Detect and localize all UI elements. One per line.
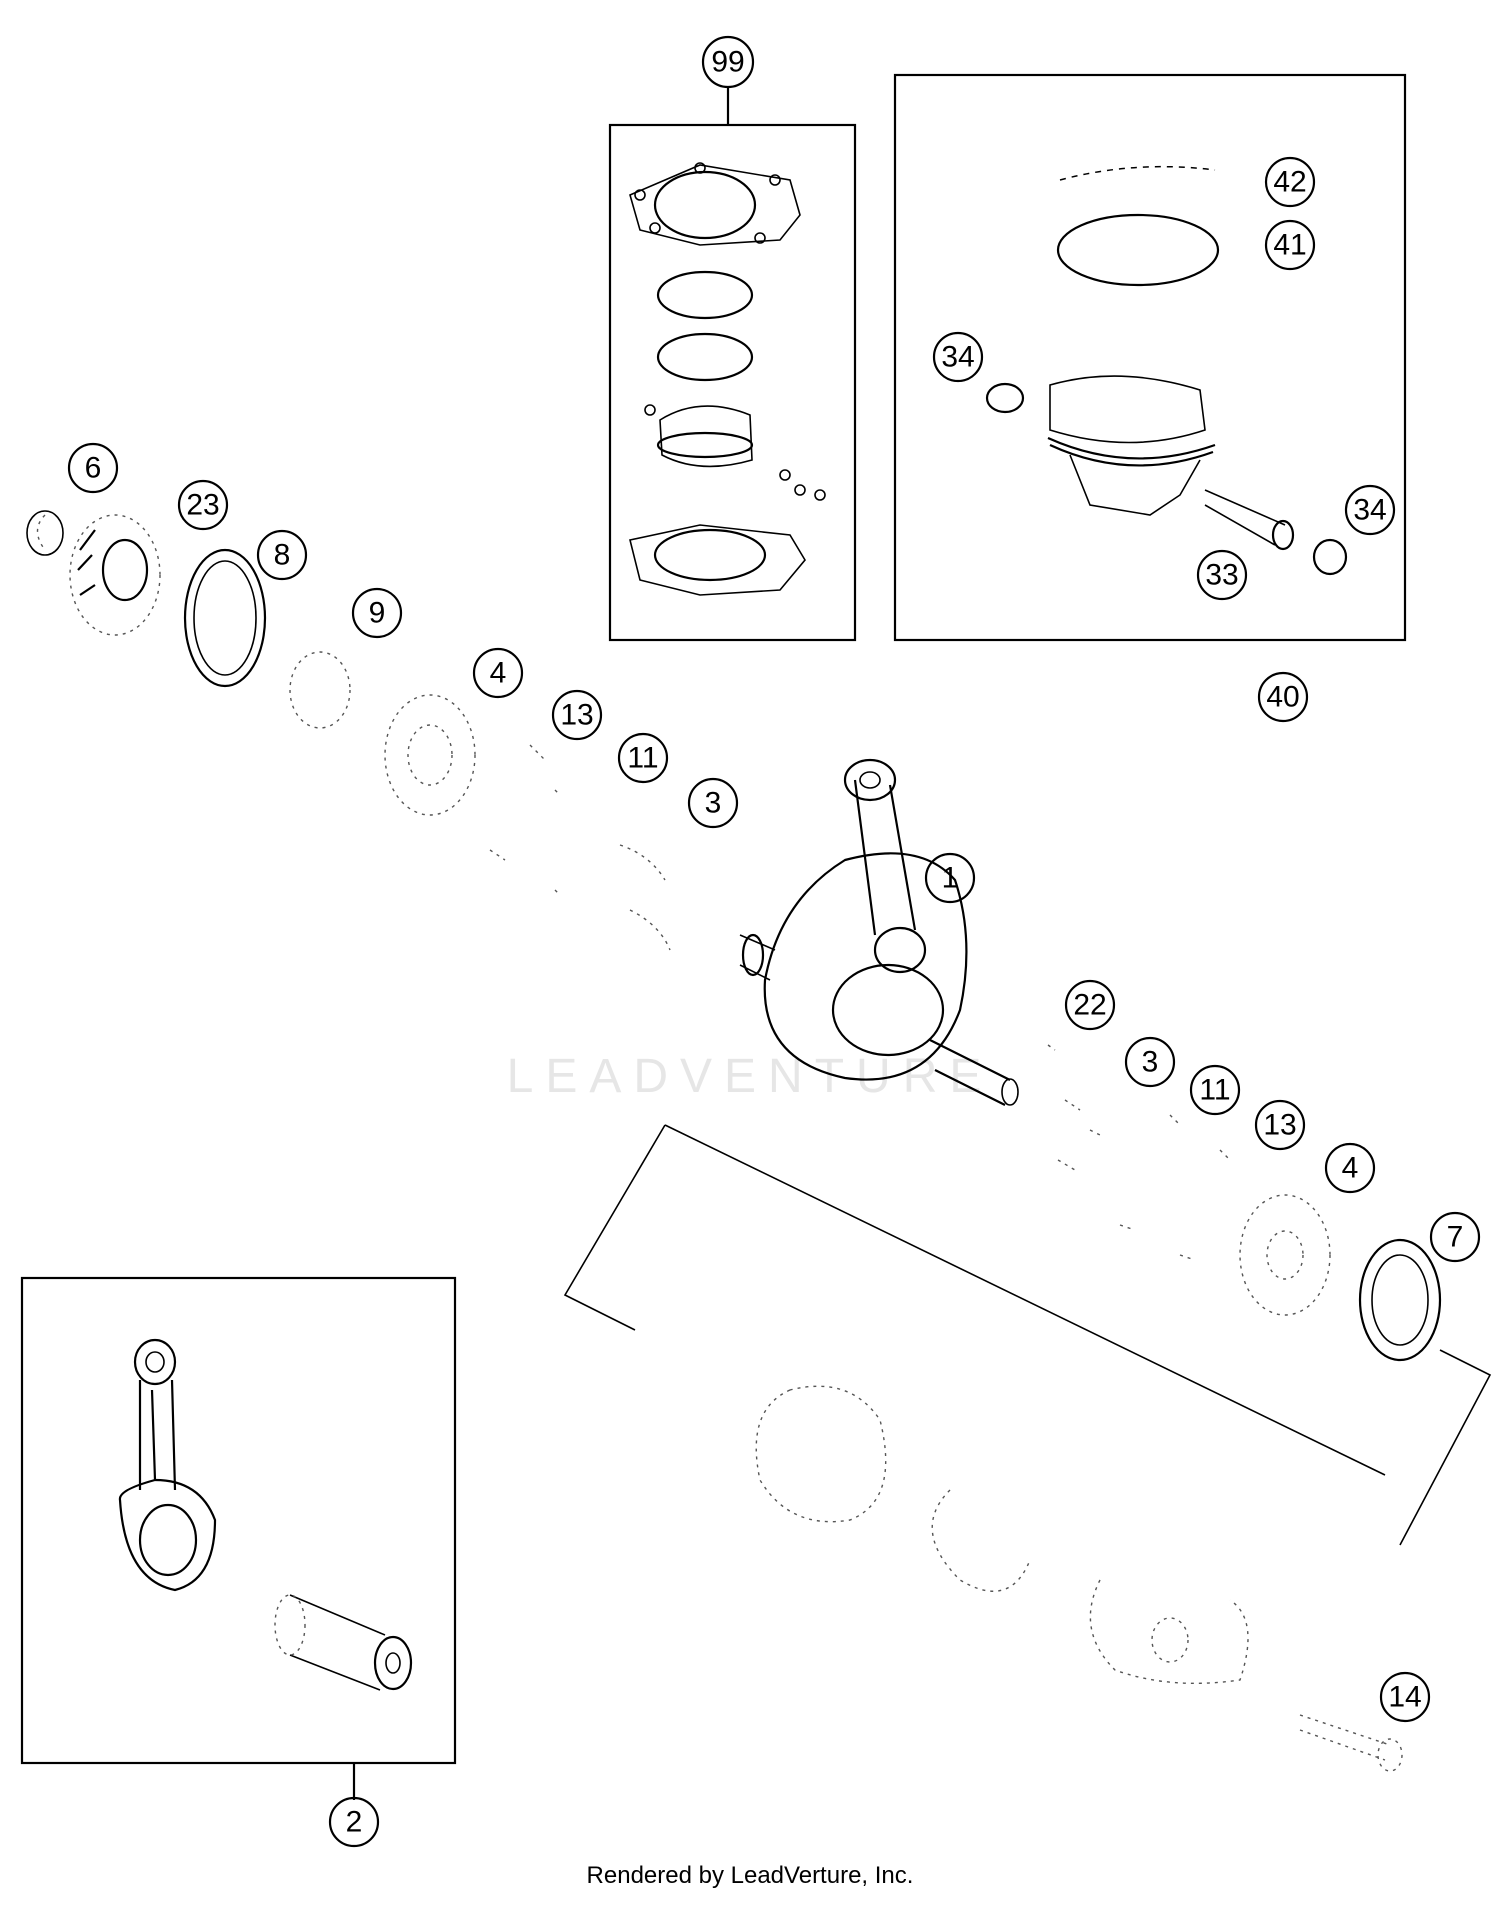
callout-9: 9: [351, 587, 403, 639]
optional-assembly-outline: [563, 1124, 1492, 1685]
svg-text:23: 23: [186, 489, 219, 522]
callout-34-left: 34: [932, 331, 984, 383]
cylinder-head-gasket: [629, 162, 801, 246]
piston-assembly-box: [893, 73, 1407, 642]
callout-14: 14: [1379, 1671, 1431, 1723]
circlip-right: [1312, 538, 1348, 576]
svg-text:13: 13: [560, 699, 593, 732]
crank-pin: [274, 1594, 413, 1691]
o-ring-upper: [656, 270, 754, 320]
shaft-seal-left: [183, 548, 267, 688]
svg-text:8: 8: [274, 539, 291, 572]
callout-4-left: 4: [472, 647, 524, 699]
piston-ring-top: [1059, 165, 1216, 181]
piston: [1047, 375, 1216, 516]
watermark-text: LEADVENTURE: [507, 1050, 994, 1103]
callout-22: 22: [1064, 979, 1116, 1031]
svg-text:13: 13: [1263, 1109, 1296, 1142]
bearing-parts-left: [489, 744, 671, 951]
svg-text:6: 6: [85, 452, 102, 485]
svg-text:7: 7: [1447, 1221, 1464, 1254]
callout-33: 33: [1196, 549, 1248, 601]
footer-credit: Rendered by LeadVerture, Inc.: [586, 1862, 914, 1889]
callout-13-left: 13: [551, 689, 603, 741]
main-bearing-left: [384, 694, 476, 816]
gasket-set-piston: [644, 404, 826, 501]
spacer-ring-left: [289, 651, 351, 729]
callout-42: 42: [1264, 156, 1316, 208]
svg-text:33: 33: [1205, 559, 1238, 592]
svg-text:4: 4: [490, 657, 507, 690]
shaft-seal-right: [1358, 1238, 1442, 1362]
callout-11-left: 11: [617, 732, 669, 784]
svg-text:3: 3: [705, 787, 722, 820]
svg-text:9: 9: [369, 597, 386, 630]
crankshaft: [739, 758, 1019, 1106]
piston-ring: [1056, 213, 1220, 287]
svg-text:2: 2: [346, 1806, 363, 1839]
svg-text:14: 14: [1388, 1681, 1421, 1714]
svg-text:4: 4: [1342, 1152, 1359, 1185]
svg-text:40: 40: [1266, 681, 1299, 714]
svg-text:34: 34: [941, 341, 974, 374]
callout-1: 1: [924, 852, 976, 904]
circlip-left: [985, 382, 1025, 414]
callout-6: 6: [67, 442, 119, 494]
callout-41: 41: [1264, 219, 1316, 271]
gasket-set-box: [608, 88, 857, 642]
svg-text:22: 22: [1073, 989, 1106, 1022]
piston-pin: [1204, 489, 1295, 551]
svg-text:11: 11: [627, 742, 658, 775]
bearing-parts-right: [1047, 1044, 1231, 1261]
callout-4-right: 4: [1324, 1142, 1376, 1194]
primary-gear: [69, 514, 161, 636]
callout-99: 99: [701, 35, 755, 89]
cylinder-base-gasket: [629, 524, 806, 596]
o-ring-lower: [656, 332, 754, 382]
callout-13-right: 13: [1254, 1099, 1306, 1151]
svg-text:99: 99: [711, 46, 744, 79]
callout-40: 40: [1257, 671, 1309, 723]
svg-text:1: 1: [942, 862, 959, 895]
svg-text:11: 11: [1199, 1074, 1230, 1107]
svg-text:34: 34: [1353, 494, 1386, 527]
callout-8: 8: [256, 529, 308, 581]
conrod-kit-box: [20, 1276, 457, 1800]
callout-23: 23: [177, 479, 229, 531]
callout-11-right: 11: [1189, 1064, 1241, 1116]
connecting-rod: [118, 1338, 217, 1592]
svg-text:42: 42: [1273, 166, 1306, 199]
needle-bearing: [26, 510, 64, 556]
callout-2: 2: [328, 1796, 380, 1848]
callout-3-right: 3: [1124, 1036, 1176, 1088]
callout-34-right: 34: [1344, 484, 1396, 536]
svg-text:3: 3: [1142, 1046, 1159, 1079]
main-bearing-right: [1239, 1194, 1331, 1316]
bolt: [1299, 1714, 1403, 1772]
callout-3-left: 3: [687, 777, 739, 829]
callout-7: 7: [1429, 1211, 1481, 1263]
svg-text:41: 41: [1273, 229, 1306, 262]
